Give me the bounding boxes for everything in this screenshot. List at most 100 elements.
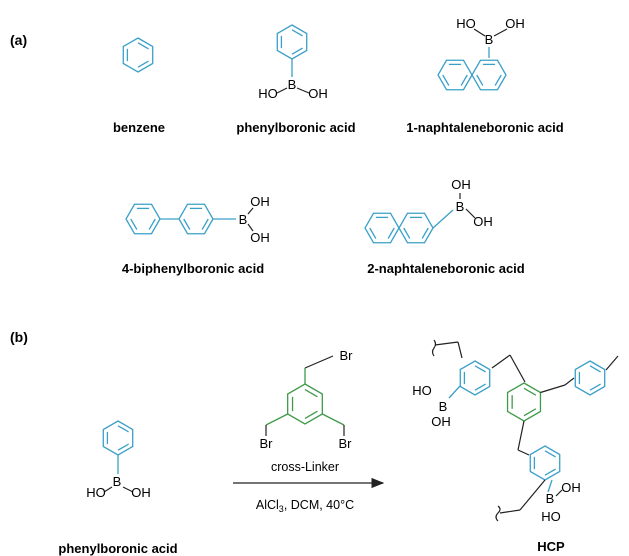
atom-boron: B [546, 491, 555, 506]
atom-hydroxyl-right: OH [561, 480, 581, 495]
double-bond [589, 365, 601, 373]
double-bond [589, 383, 601, 391]
double-bond [544, 450, 556, 458]
double-bond [137, 60, 149, 68]
panel-label-b: (b) [10, 329, 28, 345]
bond [432, 209, 454, 229]
double-bond [304, 389, 318, 398]
chain-terminus [495, 505, 501, 522]
bond [564, 377, 575, 386]
double-bond [421, 227, 429, 239]
double-bond [544, 468, 556, 476]
phenylboronic-acid-structure [276, 24, 310, 94]
atom-hydroxyl-left: HO [86, 485, 106, 500]
atom-hydroxyl-top: OH [250, 194, 270, 209]
bond [103, 486, 113, 493]
double-bond [494, 74, 502, 86]
double-bond [369, 227, 377, 239]
bond [434, 341, 459, 346]
naphthaleneboronic-acid-1-structure [437, 28, 508, 91]
double-bond [442, 74, 450, 86]
double-bond [523, 387, 537, 396]
bond [122, 486, 134, 493]
bond [448, 385, 461, 399]
reaction-conditions: AlCl3, DCM, 40°C [256, 498, 354, 514]
double-bond [304, 410, 318, 419]
atom-hydroxyl-top: OH [451, 177, 471, 192]
cross-linker-structure [265, 355, 345, 436]
double-bond [117, 443, 129, 451]
bond [509, 354, 526, 383]
double-bond [460, 74, 468, 86]
double-bond [474, 365, 486, 373]
bond [465, 208, 476, 219]
benzene-structure [122, 37, 154, 73]
bond [457, 341, 463, 359]
bond [276, 87, 288, 94]
bond [247, 223, 254, 232]
bond [517, 449, 530, 456]
label-reactant: phenylboronic acid [58, 541, 177, 556]
aromatic-ring [364, 212, 400, 244]
bond [322, 413, 345, 426]
naphthaleneboronic-acid-2-structure [364, 193, 476, 244]
bond [605, 355, 619, 371]
atom-boron: B [456, 199, 465, 214]
atom-hydroxyl-right: OH [505, 16, 525, 31]
bond [493, 28, 508, 37]
reagent-label: cross-Linker [271, 460, 339, 474]
atom-hydroxyl-bottom: OH [250, 230, 270, 245]
bond [519, 479, 546, 511]
atom-bromine-left: Br [260, 436, 274, 451]
aromatic-ring [287, 383, 323, 425]
double-bond [476, 74, 484, 86]
aromatic-ring [471, 59, 507, 91]
chain-terminus [431, 339, 437, 357]
bond [296, 87, 310, 94]
atom-hydroxyl-left: HO [456, 16, 476, 31]
atom-hydroxyl-left: HO [412, 383, 432, 398]
atom-hydroxyl-bottom: OH [431, 414, 451, 429]
label-4-biphenylboronic-acid: 4-biphenylboronic acid [122, 261, 264, 276]
aromatic-ring [398, 212, 434, 244]
bond [247, 207, 254, 215]
bond [547, 479, 553, 493]
aromatic-ring [437, 59, 473, 91]
aromatic-ring [125, 203, 161, 235]
label-1-naphtaleneboronic-acid: 1-naphtaleneboronic acid [406, 120, 564, 135]
double-bond [291, 47, 303, 55]
double-bond [201, 218, 209, 230]
biphenylboronic-acid-structure [125, 203, 254, 235]
atom-boron: B [239, 212, 248, 227]
bond [555, 489, 563, 497]
atom-hydroxyl-lower: HO [541, 509, 561, 524]
aromatic-ring [574, 360, 606, 396]
double-bond [291, 29, 303, 37]
double-bond [523, 408, 537, 417]
atom-hydroxyl-right: OH [131, 485, 151, 500]
atom-bromine-right: Br [339, 436, 353, 451]
atom-bromine-top: Br [340, 348, 354, 363]
double-bond [130, 218, 138, 230]
aromatic-ring [122, 37, 154, 73]
hcp-polymer-structure [431, 339, 619, 522]
atom-boron: B [439, 399, 448, 414]
reactant-structure [102, 420, 134, 493]
panel-label-a: (a) [10, 32, 27, 48]
label-phenylboronic-acid: phenylboronic acid [236, 120, 355, 135]
atom-hydroxyl-left: HO [258, 86, 278, 101]
aromatic-ring [459, 360, 491, 396]
atom-boron: B [485, 32, 494, 47]
double-bond [137, 42, 149, 50]
bond [517, 420, 525, 451]
double-bond [117, 425, 129, 433]
atom-boron: B [288, 77, 297, 92]
double-bond [387, 227, 395, 239]
double-bond [403, 227, 411, 239]
atom-hydroxyl-right: OH [308, 86, 328, 101]
label-benzene: benzene [113, 120, 165, 135]
label-2-naphtaleneboronic-acid: 2-naphtaleneboronic acid [367, 261, 525, 276]
label-hcp: HCP [537, 539, 565, 554]
bond [304, 355, 334, 369]
